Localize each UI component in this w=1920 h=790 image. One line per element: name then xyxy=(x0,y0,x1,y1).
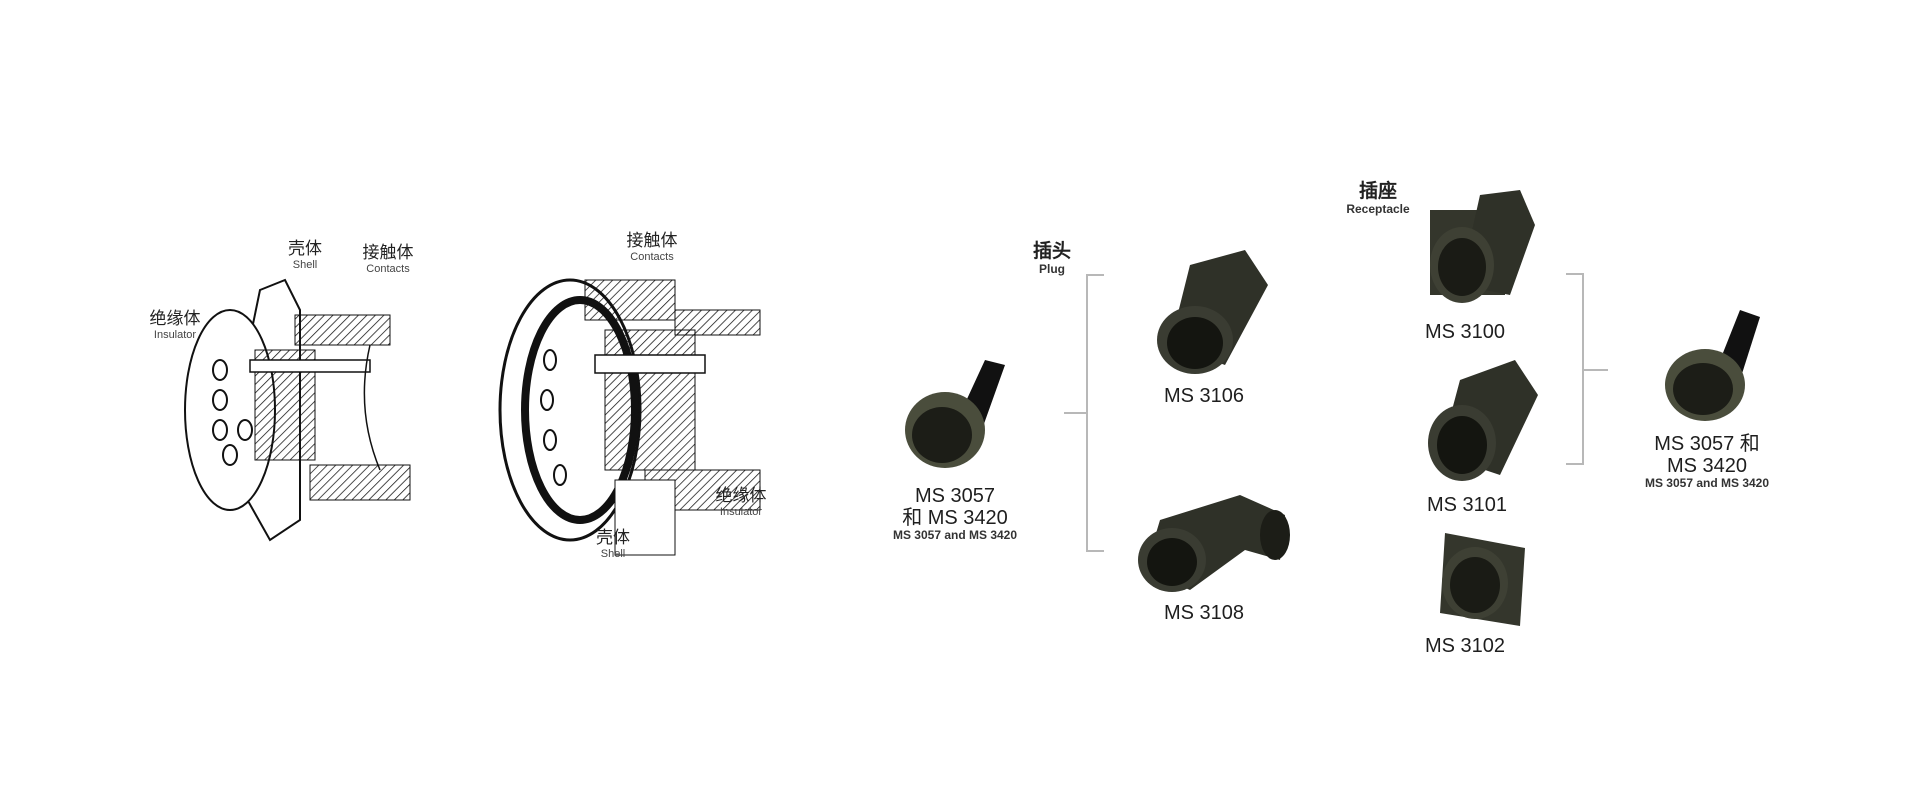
ms3108-label: MS 3108 xyxy=(1163,602,1245,624)
plug-bracket-bottom xyxy=(1086,550,1104,552)
contacts-label-2-cn: 接触体 xyxy=(626,231,678,250)
contacts-label-cn: 接触体 xyxy=(362,243,414,262)
plug-bracket xyxy=(1086,274,1088,552)
plug-accessory-line1: MS 3057 xyxy=(914,485,996,507)
ms3100-label: MS 3100 xyxy=(1424,321,1506,343)
plug-bracket-stub xyxy=(1064,412,1086,414)
receptacle-title-cn: 插座 xyxy=(1358,181,1397,202)
ms3057-accessory-image-2 xyxy=(1665,310,1760,421)
ms3106-label: MS 3106 xyxy=(1163,385,1245,407)
ms3106-image xyxy=(1157,250,1268,374)
receptacle-title-en: Receptacle xyxy=(1346,201,1410,216)
ms3101-label: MS 3101 xyxy=(1426,494,1508,516)
receptacle-accessory-line3: MS 3057 and MS 3420 xyxy=(1644,476,1770,490)
receptacle-bracket-bottom xyxy=(1566,463,1584,465)
receptacle-bracket xyxy=(1582,273,1584,465)
plug-bracket-top xyxy=(1086,274,1104,276)
cutaway-diagram-flange-receptacle xyxy=(184,278,411,542)
receptacle-accessory-label: MS 3057 和 MS 3420 MS 3057 and MS 3420 xyxy=(1645,433,1769,490)
receptacle-bracket-top xyxy=(1566,273,1584,275)
cutaway-diagram-plug xyxy=(498,278,761,556)
insulator-label-cn: 绝缘体 xyxy=(149,309,201,328)
shell-label-cn: 壳体 xyxy=(288,239,322,258)
insulator-label-en: Insulator xyxy=(153,328,197,341)
plug-accessory-line2: 和 MS 3420 xyxy=(902,507,1008,529)
receptacle-bracket-stub xyxy=(1584,369,1608,371)
receptacle-accessory-line1: MS 3057 和 xyxy=(1654,433,1760,455)
plug-title-en: Plug xyxy=(1038,261,1065,276)
contacts-label-2-en: Contacts xyxy=(630,250,674,263)
ms3102-label: MS 3102 xyxy=(1424,635,1506,657)
ms3102-image xyxy=(1440,533,1525,626)
plug-accessory-label: MS 3057 和 MS 3420 MS 3057 and MS 3420 xyxy=(893,485,1017,542)
receptacle-accessory-line2: MS 3420 xyxy=(1666,455,1748,477)
shell-label-2-cn: 壳体 xyxy=(596,528,630,547)
ms3057-accessory-image xyxy=(905,360,1005,468)
ms3108-image xyxy=(1138,495,1290,592)
contacts-label-en: Contacts xyxy=(366,262,410,275)
insulator-label-2-cn: 绝缘体 xyxy=(715,486,767,505)
shell-label-2-en: Shell xyxy=(600,547,626,560)
shell-label-en: Shell xyxy=(292,258,318,271)
plug-accessory-line3: MS 3057 and MS 3420 xyxy=(892,528,1018,542)
insulator-label-2-en: Insulator xyxy=(719,505,763,518)
ms3101-image xyxy=(1428,360,1538,481)
ms3100-image xyxy=(1430,190,1535,303)
plug-title-cn: 插头 xyxy=(1032,241,1072,262)
